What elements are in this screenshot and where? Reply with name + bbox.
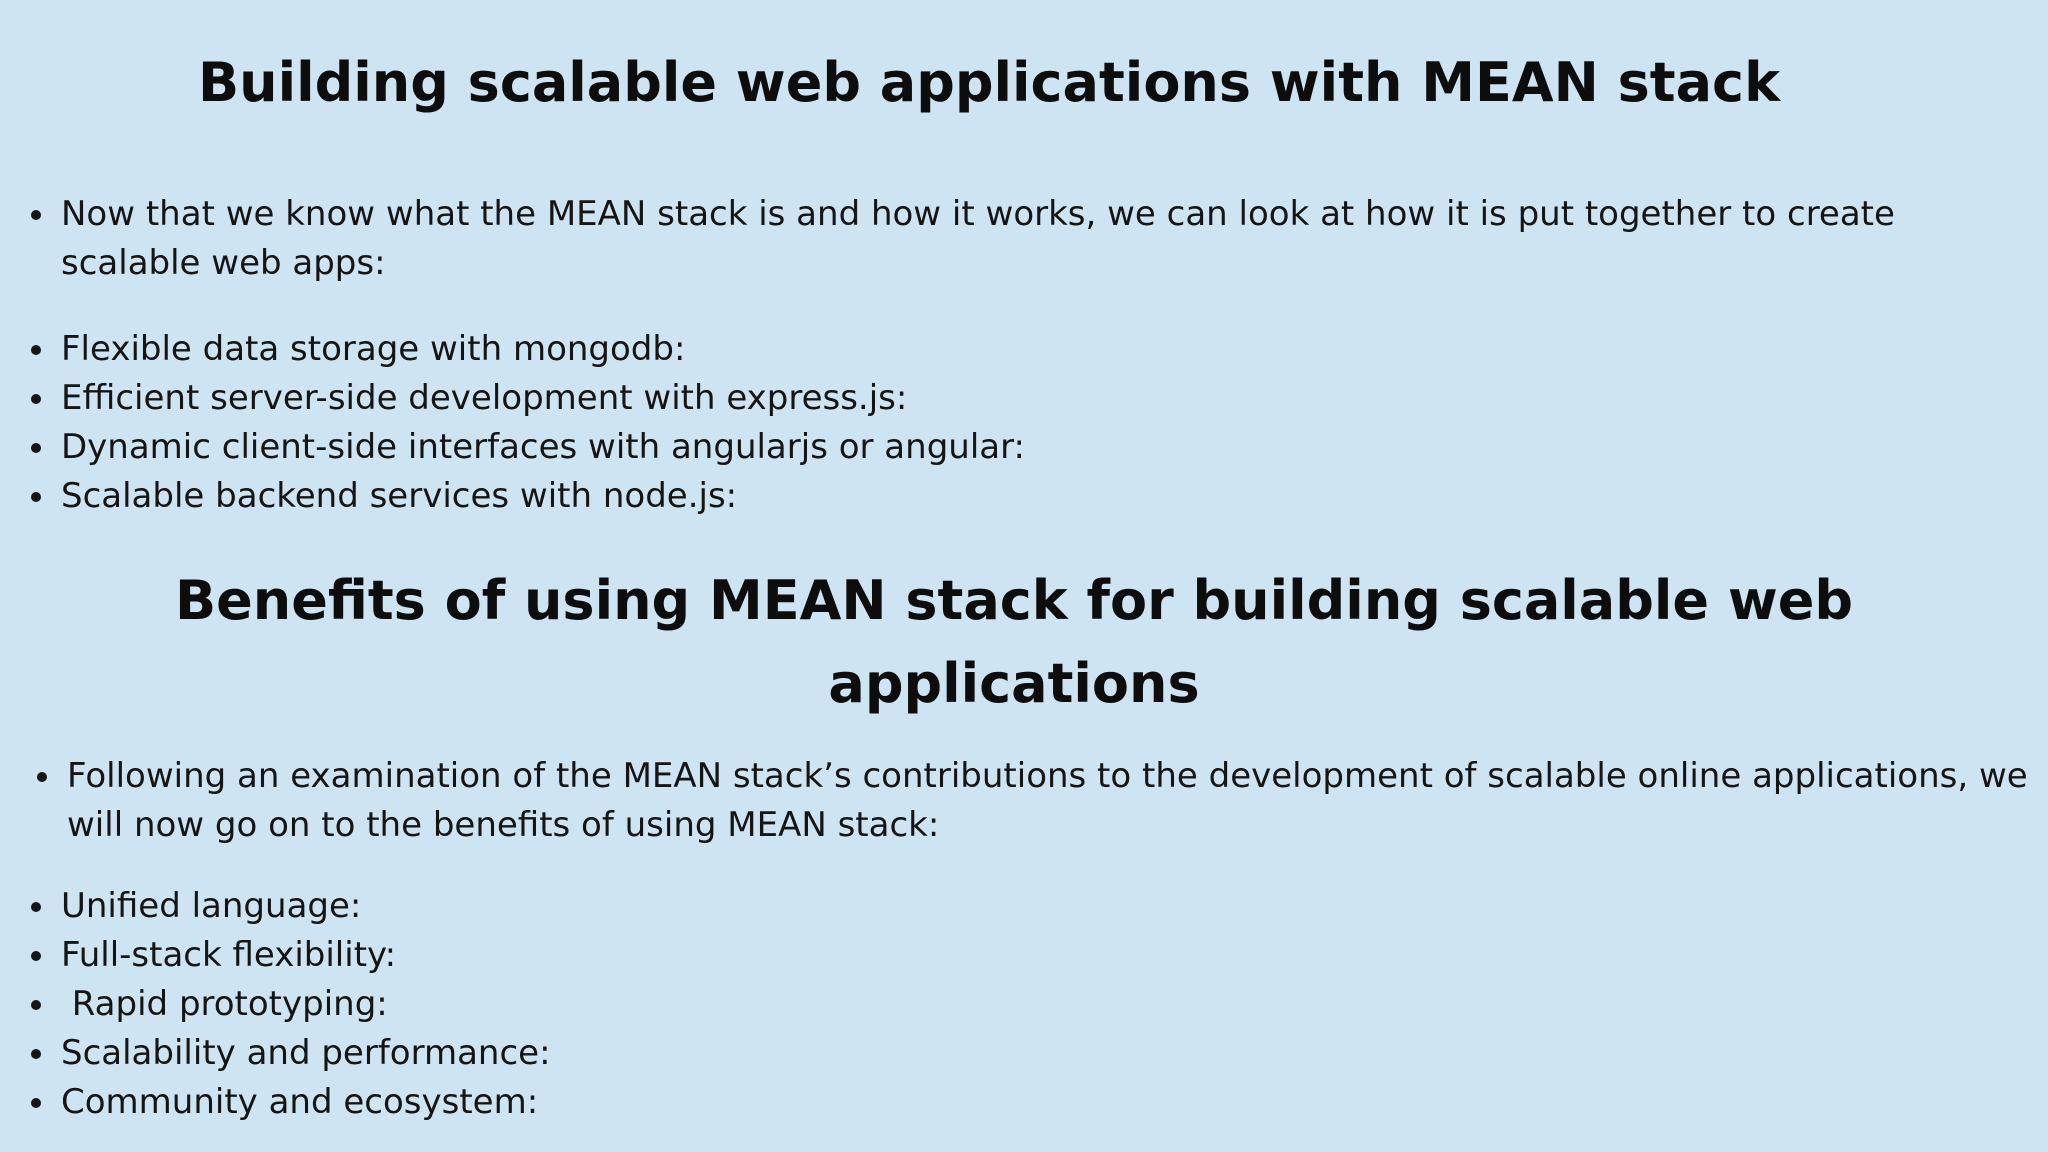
list-item-text: Full-stack flexibility: — [61, 935, 397, 975]
list-item: Efficient server-side development with e… — [31, 374, 1025, 423]
bullet-icon — [31, 902, 41, 912]
list-item: Following an examination of the MEAN sta… — [37, 752, 2048, 850]
section-1-intro-list: Now that we know what the MEAN stack is … — [31, 190, 1981, 288]
bullet-icon — [31, 394, 41, 404]
list-item-text: Efficient server-side development with e… — [61, 378, 908, 418]
list-item: Scalable backend services with node.js: — [31, 472, 1025, 521]
section-2-intro-list: Following an examination of the MEAN sta… — [37, 752, 2048, 850]
list-item: Full-stack flexibility: — [31, 931, 551, 980]
list-item-text: Dynamic client-side interfaces with angu… — [61, 427, 1025, 467]
list-item: Community and ecosystem: — [31, 1078, 551, 1127]
list-item-text: Flexible data storage with mongodb: — [61, 329, 686, 369]
bullet-icon — [37, 772, 47, 782]
bullet-icon — [31, 951, 41, 961]
bullet-icon — [31, 1000, 41, 1010]
bullet-icon — [31, 1098, 41, 1108]
bullet-icon — [31, 1049, 41, 1059]
section-1-intro-text: Now that we know what the MEAN stack is … — [61, 194, 1895, 283]
section-2-heading: Benefits of using MEAN stack for buildin… — [0, 559, 2048, 725]
list-item: Dynamic client-side interfaces with angu… — [31, 423, 1025, 472]
section-2-heading-line-1: Benefits of using MEAN stack for buildin… — [174, 569, 1854, 632]
list-item: Now that we know what the MEAN stack is … — [31, 190, 1981, 288]
section-2-heading-line-2: applications — [828, 652, 1200, 715]
bullet-icon — [31, 210, 41, 220]
list-item: Unified language: — [31, 882, 551, 931]
bullet-icon — [31, 492, 41, 502]
section-1-heading: Building scalable web applications with … — [198, 51, 1780, 114]
list-item-text: Scalable backend services with node.js: — [61, 476, 738, 516]
bullet-icon — [31, 443, 41, 453]
list-item-text: Scalability and performance: — [61, 1033, 551, 1073]
list-item: Flexible data storage with mongodb: — [31, 325, 1025, 374]
section-1-items-list: Flexible data storage with mongodb: Effi… — [31, 325, 1025, 521]
list-item-text: Community and ecosystem: — [61, 1082, 539, 1122]
section-2-items-list: Unified language: Full-stack flexibility… — [31, 882, 551, 1127]
list-item-text: Unified language: — [61, 886, 362, 926]
bullet-icon — [31, 345, 41, 355]
section-2-intro-text: Following an examination of the MEAN sta… — [67, 756, 2028, 845]
list-item-text: Rapid prototyping: — [61, 984, 388, 1024]
list-item: Rapid prototyping: — [31, 980, 551, 1029]
list-item: Scalability and performance: — [31, 1029, 551, 1078]
